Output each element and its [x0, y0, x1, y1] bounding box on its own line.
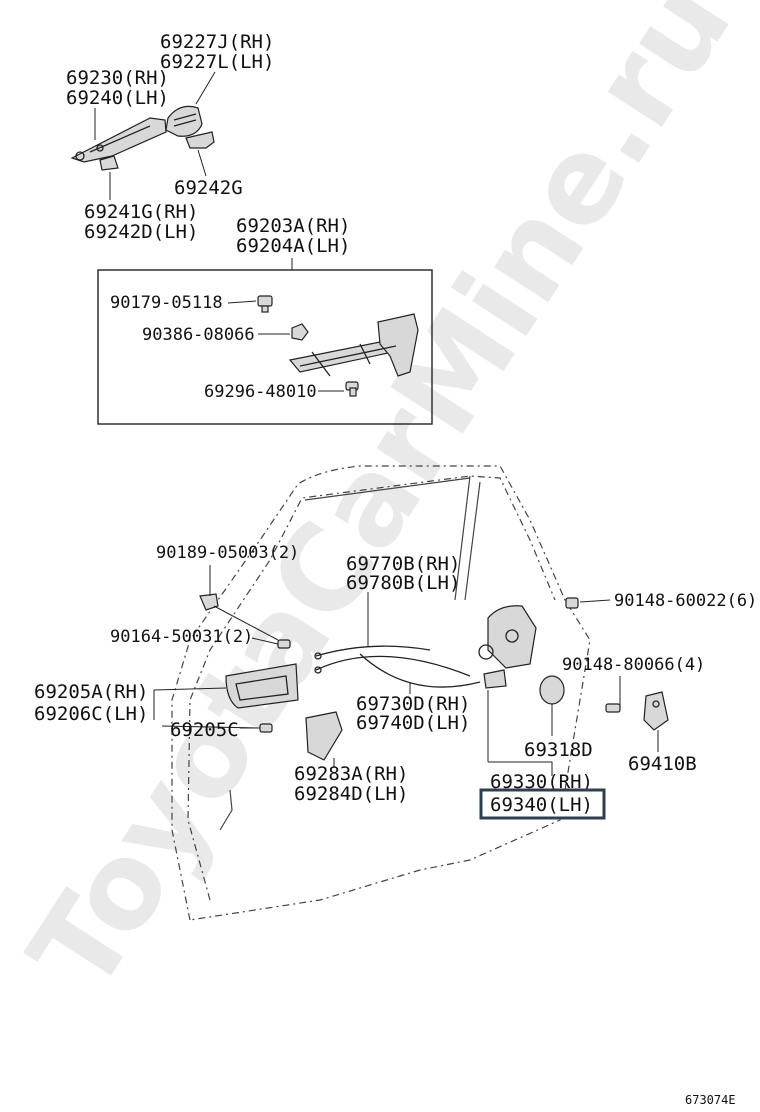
highlight-box[interactable]: [479, 788, 606, 820]
leader-69330: [487, 690, 553, 776]
inside-handle-part: [225, 663, 299, 709]
screw-69205c: [259, 723, 273, 733]
washer-69318d: [539, 675, 565, 705]
label-69203-lh: 69204A(LH): [236, 235, 350, 257]
label-69730-lh: 69740D(LH): [356, 712, 470, 734]
label-69283-rh: 69283A(RH): [294, 763, 408, 785]
handle-frame-part: [288, 313, 419, 377]
label-69340-lh[interactable]: 69340(LH): [490, 794, 593, 816]
label-69205-rh: 69205A(RH): [34, 681, 148, 703]
leader-90189: [209, 565, 279, 641]
label-90386: 90386-08066: [142, 325, 255, 345]
label-90164: 90164-50031(2): [110, 627, 253, 647]
screw-69296: [345, 381, 359, 397]
label-69296: 69296-48010: [204, 382, 317, 402]
leader-90179: [227, 300, 257, 304]
label-69770-lh: 69780B(LH): [346, 572, 460, 594]
clip-90189: [199, 593, 219, 611]
label-90148-60022: 90148-60022(6): [614, 591, 757, 611]
label-90189: 90189-05003(2): [156, 543, 299, 563]
nut-90386: [291, 323, 309, 341]
small-pad-part: [99, 155, 119, 171]
label-69730-rh: 69730D(RH): [356, 693, 470, 715]
label-69242g: 69242G: [174, 177, 243, 199]
label-69330-rh: 69330(RH): [490, 771, 593, 793]
leader-69227: [195, 71, 216, 105]
leader-90164: [251, 637, 279, 645]
label-69410b: 69410B: [628, 753, 697, 775]
label-90179: 90179-05118: [110, 293, 223, 313]
screw-90148-60022: [565, 597, 579, 609]
label-69241-lh: 69242D(LH): [84, 221, 198, 243]
label-69230-lh: 69240(LH): [66, 87, 169, 109]
label-69770-rh: 69770B(RH): [346, 553, 460, 575]
lock-assembly-part: [478, 605, 537, 689]
leader-69242g: [197, 149, 207, 177]
frame-assembly-box: [97, 269, 433, 425]
label-69283-lh: 69284D(LH): [294, 783, 408, 805]
label-69227-lh: 69227L(LH): [160, 51, 274, 73]
label-69205-lh: 69206C(LH): [34, 703, 148, 725]
door-outline: [171, 465, 591, 921]
handle-cover-part: [165, 105, 203, 137]
outside-handle-part: [70, 117, 167, 163]
leader-90148-60022: [579, 599, 611, 603]
label-69318d: 69318D: [524, 739, 593, 761]
screw-90148-80066: [605, 703, 621, 713]
screw-90164: [277, 639, 291, 649]
bolt-90179: [257, 295, 273, 313]
label-69205c: 69205C: [170, 719, 239, 741]
handle-bezel-part: [305, 711, 343, 761]
cable-assembly: [314, 645, 481, 688]
label-90148-80066: 90148-80066(4): [562, 655, 705, 675]
label-69230-rh: 69230(RH): [66, 67, 169, 89]
striker-69410b: [643, 691, 669, 731]
label-69203-rh: 69203A(RH): [236, 215, 350, 237]
diagram-code: 673074E: [685, 1093, 736, 1107]
label-69227-rh: 69227J(RH): [160, 31, 274, 53]
label-69241-rh: 69241G(RH): [84, 201, 198, 223]
handle-pad-part: [185, 131, 215, 149]
